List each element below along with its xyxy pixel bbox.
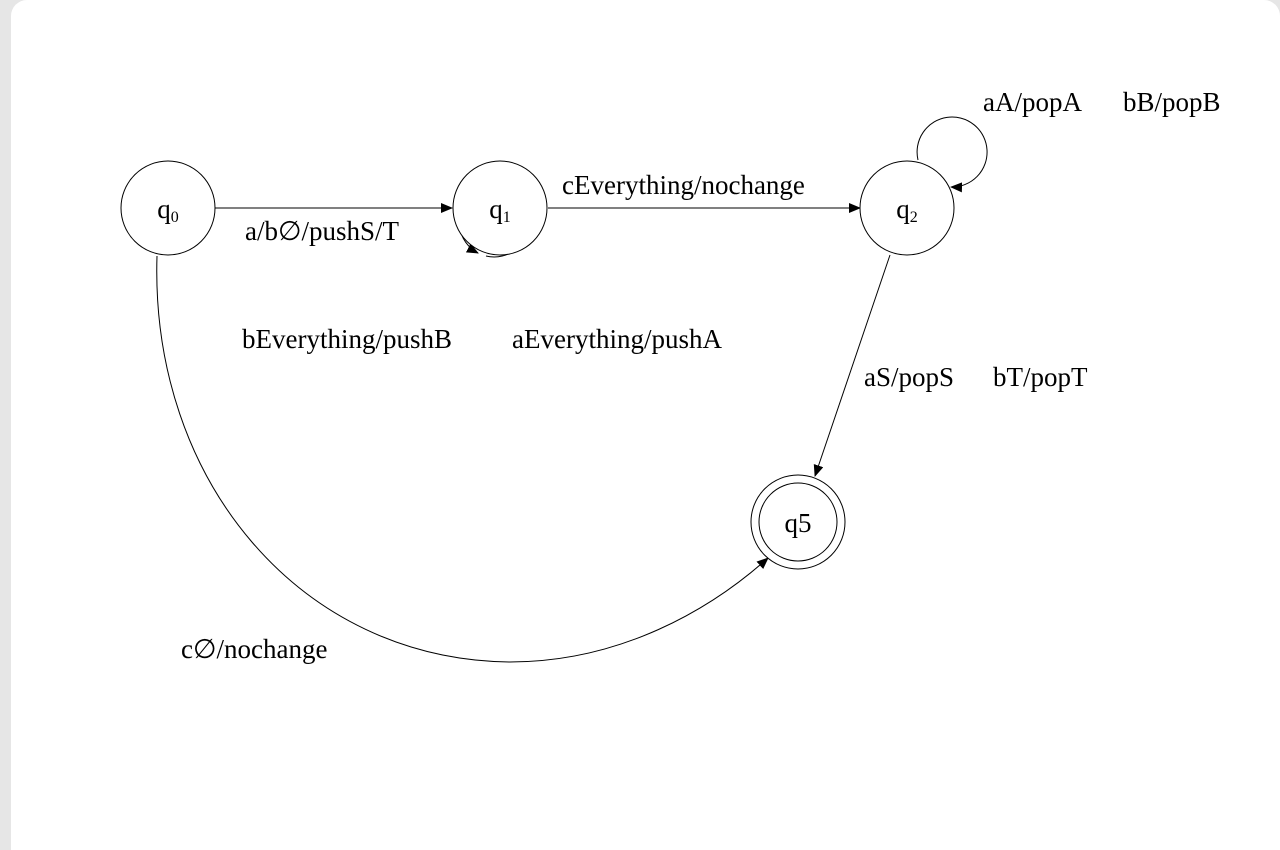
diagram-card bbox=[11, 0, 1280, 850]
state-q5-label: q5 bbox=[785, 508, 812, 538]
label-q1-loop-a: aEverything/pushA bbox=[512, 324, 722, 354]
state-q2-label: q2 bbox=[896, 194, 918, 226]
label-q2-q5-a: aS/popS bbox=[864, 362, 954, 392]
label-q2-loop-b: bB/popB bbox=[1123, 87, 1221, 117]
label-q0-q1: a/b∅/pushS/T bbox=[245, 216, 400, 246]
label-q1-q2: cEverything/nochange bbox=[562, 170, 805, 200]
state-q5-accepting: q5 bbox=[750, 474, 846, 570]
edge-q2-self-loop bbox=[916, 116, 988, 193]
edge-q0-q5 bbox=[156, 255, 769, 663]
state-q1-label: q1 bbox=[489, 194, 511, 226]
state-q0: q0 bbox=[120, 160, 216, 256]
state-q0-label: q0 bbox=[157, 194, 179, 226]
label-q0-q5: c∅/nochange bbox=[181, 634, 327, 664]
state-q1: q1 bbox=[452, 160, 548, 256]
edge-q2-q5 bbox=[813, 254, 891, 477]
label-q1-loop-b: bEverything/pushB bbox=[242, 324, 452, 354]
label-q2-loop-a: aA/popA bbox=[983, 87, 1082, 117]
state-q2: q2 bbox=[859, 160, 955, 256]
label-q2-q5-b: bT/popT bbox=[993, 362, 1088, 392]
